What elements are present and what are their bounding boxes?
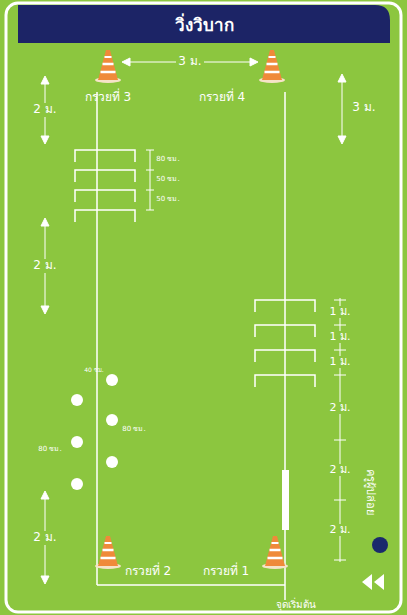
dimension-label: 1 ม. [328,331,353,343]
station-label: ครูผู้ปล่อย [364,467,376,517]
dimension-label: 2 ม. [31,531,58,544]
station-label: กรวยที่ 3 [83,91,133,104]
station-label: กรวยที่ 2 [123,565,173,578]
title: วิ่งวิบาก [18,5,390,43]
dimension-label: 2 ม. [328,524,353,536]
dimension-lines [41,58,346,584]
dimension-label: 80 ซม. [120,426,147,434]
dimension-label: 2 ม. [31,259,58,272]
dimension-label: 1 ม. [328,356,353,368]
dimension-label: 2 ม. [328,402,353,414]
dimension-label: 3 ม. [350,101,377,114]
dimension-label: 50 ซม. [154,176,181,184]
hurdles [75,150,315,387]
course-lines [97,92,285,600]
header-band [18,5,390,43]
panel-frame [6,3,401,612]
station-label: กรวยที่ 1 [201,565,251,578]
dimension-label: 2 ม. [31,103,58,116]
marker-dots [71,374,118,490]
starter-marker [372,537,388,553]
dimension-label: 80 ซม. [154,156,181,164]
balance-bar [282,470,289,530]
dimension-label: 50 ซม. [154,196,181,204]
dimension-label: 1 ม. [328,306,353,318]
cones [95,50,288,569]
station-label: กรวยที่ 4 [197,91,247,104]
dimension-label: 80 ซม. [36,446,63,454]
dimension-label: 40 ซม. [82,367,105,374]
dimension-label: 2 ม. [328,464,353,476]
station-label: จุดเริ่มต้น [274,599,318,610]
dimension-label: 3 ม. [176,55,203,68]
start-arrows [362,574,384,590]
